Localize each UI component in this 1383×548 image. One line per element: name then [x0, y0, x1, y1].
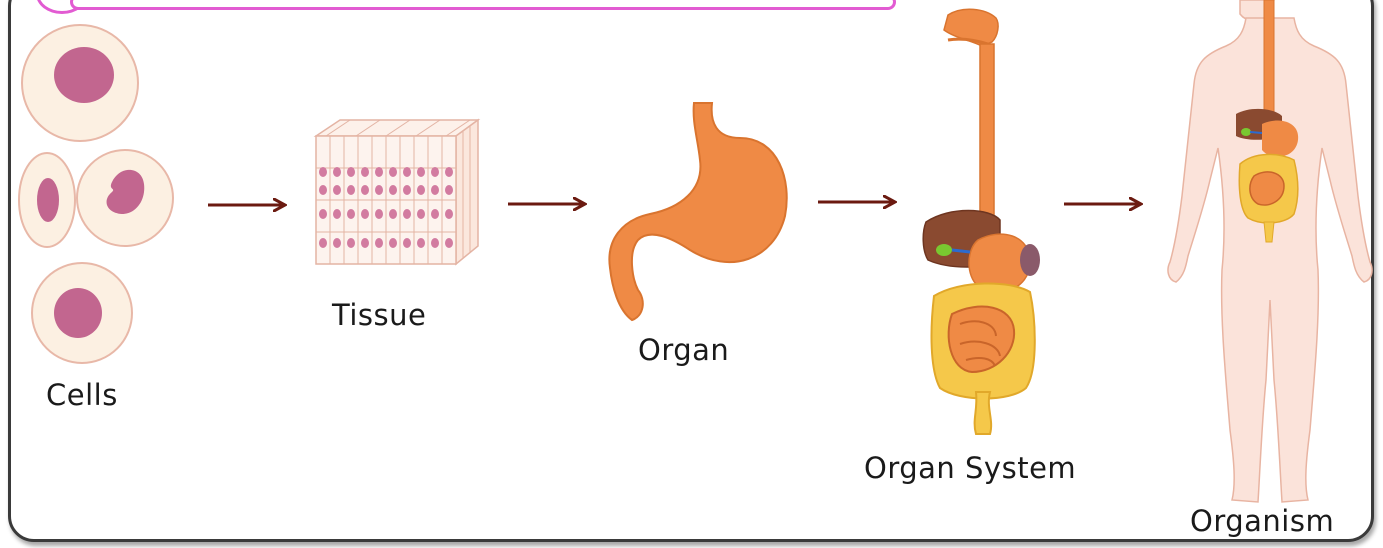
stomach-illustration	[609, 103, 786, 320]
label-organism: Organism	[1190, 504, 1334, 538]
cells-illustration	[19, 25, 173, 363]
label-cells: Cells	[46, 378, 118, 412]
tissue-block-illustration	[316, 120, 478, 264]
label-tissue: Tissue	[332, 298, 426, 332]
digestive-system-illustration	[923, 9, 1040, 434]
human-body-illustration	[1168, 0, 1372, 502]
label-organ-system: Organ System	[864, 451, 1076, 485]
label-organ: Organ	[638, 333, 729, 367]
